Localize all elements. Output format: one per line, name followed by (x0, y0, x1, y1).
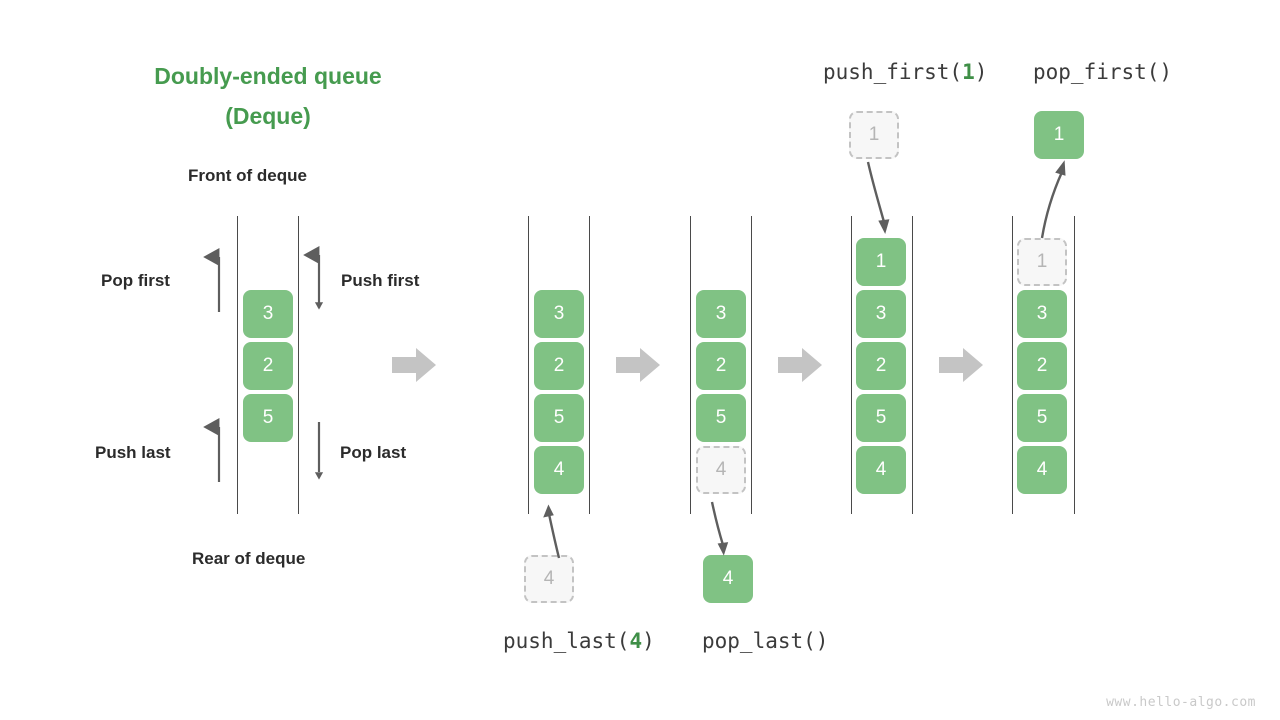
pop-last-arrow-icon (314, 422, 324, 480)
deque-cell-box: 1 (856, 238, 906, 286)
push-last-op-close: ) (642, 629, 655, 653)
deque-cell: 2 (243, 342, 293, 390)
deque-cell-box: 5 (1017, 394, 1067, 442)
push-last-op-label: push_last(4) (503, 629, 655, 653)
ghost-cell-box: 1 (849, 111, 899, 159)
deque-cell-box: 4 (703, 555, 753, 603)
deque-cell-box: 5 (856, 394, 906, 442)
deque-cell: 3 (243, 290, 293, 338)
push-last-input-cell: 4 (524, 555, 574, 603)
deque-cell-box: 3 (534, 290, 584, 338)
deque-cell: 5 (856, 394, 906, 442)
deque-cell: 2 (856, 342, 906, 390)
deque-rail-left-pop-first (1012, 216, 1013, 514)
ghost-cell-box: 1 (1017, 238, 1067, 286)
deque-rail-right-push-first (912, 216, 913, 514)
deque-cell-box: 5 (696, 394, 746, 442)
deque-cell-box: 4 (856, 446, 906, 494)
deque-rail-left-push-first (851, 216, 852, 514)
ghost-cell-box: 4 (524, 555, 574, 603)
pop-last-op-label: pop_last() (702, 629, 829, 653)
deque-cell-box: 2 (856, 342, 906, 390)
deque-cell-box: 2 (1017, 342, 1067, 390)
pop-first-output-cell: 1 (1034, 111, 1084, 159)
deque-cell-box: 1 (1034, 111, 1084, 159)
deque-cell-removed: 4 (696, 446, 746, 494)
deque-cell-box: 4 (1017, 446, 1067, 494)
deque-cell: 3 (696, 290, 746, 338)
deque-cell: 5 (534, 394, 584, 442)
push-last-op-name: push_last( (503, 629, 630, 653)
deque-cell-box: 3 (243, 290, 293, 338)
flow-arrow-icon (939, 348, 983, 382)
push-last-arrow-icon (203, 417, 221, 482)
deque-cell-box: 2 (243, 342, 293, 390)
deque-cell-box: 3 (856, 290, 906, 338)
deque-rail-left-initial (237, 216, 238, 514)
pop-first-op-label: pop_first() (1033, 60, 1173, 84)
push-first-op-close: ) (974, 60, 988, 84)
push-first-op-arg: 1 (962, 60, 975, 84)
pop-last-output-cell: 4 (703, 555, 753, 603)
deque-cell: 5 (1017, 394, 1067, 442)
deque-cell-box: 5 (243, 394, 293, 442)
deque-cell: 5 (243, 394, 293, 442)
deque-cell: 4 (1017, 446, 1067, 494)
push-first-input-cell: 1 (849, 111, 899, 159)
deque-rail-right-initial (298, 216, 299, 514)
title-line-1: Doubly-ended queue (154, 63, 382, 89)
push-last-label: Push last (95, 443, 171, 462)
deque-rail-right-push-last (589, 216, 590, 514)
deque-cell: 4 (534, 446, 584, 494)
push-first-label: Push first (341, 271, 420, 290)
deque-cell-box: 3 (1017, 290, 1067, 338)
push-first-op-name: push_first( (823, 60, 963, 84)
pop-first-arrow-icon (203, 247, 221, 312)
pop-last-remove-arrow-icon (710, 501, 729, 556)
deque-cell: 3 (1017, 290, 1067, 338)
flow-arrow-icon (778, 348, 822, 382)
deque-rail-left-pop-last (690, 216, 691, 514)
pop-first-label: Pop first (101, 271, 170, 290)
deque-cell: 3 (534, 290, 584, 338)
deque-cell-box: 5 (534, 394, 584, 442)
watermark: www.hello-algo.com (1106, 695, 1256, 710)
rear-of-deque-label: Rear of deque (192, 549, 306, 568)
push-first-op-label: push_first(1) (823, 60, 987, 84)
pop-last-label: Pop last (340, 443, 407, 462)
deque-cell: 4 (856, 446, 906, 494)
deque-rail-left-push-last (528, 216, 529, 514)
flow-arrow-icon (392, 348, 436, 382)
deque-cell: 3 (856, 290, 906, 338)
title-line-2: (Deque) (225, 103, 311, 129)
deque-cell: 2 (534, 342, 584, 390)
push-first-arrow-icon (303, 245, 324, 310)
deque-cell: 2 (696, 342, 746, 390)
deque-rail-right-pop-first (1074, 216, 1075, 514)
deque-cell: 2 (1017, 342, 1067, 390)
pop-first-remove-arrow-icon (1040, 160, 1066, 239)
push-last-op-arg: 4 (629, 629, 643, 653)
push-last-insert-arrow-icon (543, 504, 561, 559)
deque-cell: 1 (856, 238, 906, 286)
deque-rail-right-pop-last (751, 216, 752, 514)
deque-cell-removed: 1 (1017, 238, 1067, 286)
ghost-cell-box: 4 (696, 446, 746, 494)
deque-cell: 5 (696, 394, 746, 442)
page-title: Doubly-ended queue (Deque) (120, 56, 416, 136)
deque-cell-box: 4 (534, 446, 584, 494)
deque-cell-box: 2 (696, 342, 746, 390)
push-first-insert-arrow-icon (866, 161, 890, 234)
front-of-deque-label: Front of deque (188, 166, 307, 185)
deque-cell-box: 3 (696, 290, 746, 338)
flow-arrow-icon (616, 348, 660, 382)
deque-cell-box: 2 (534, 342, 584, 390)
